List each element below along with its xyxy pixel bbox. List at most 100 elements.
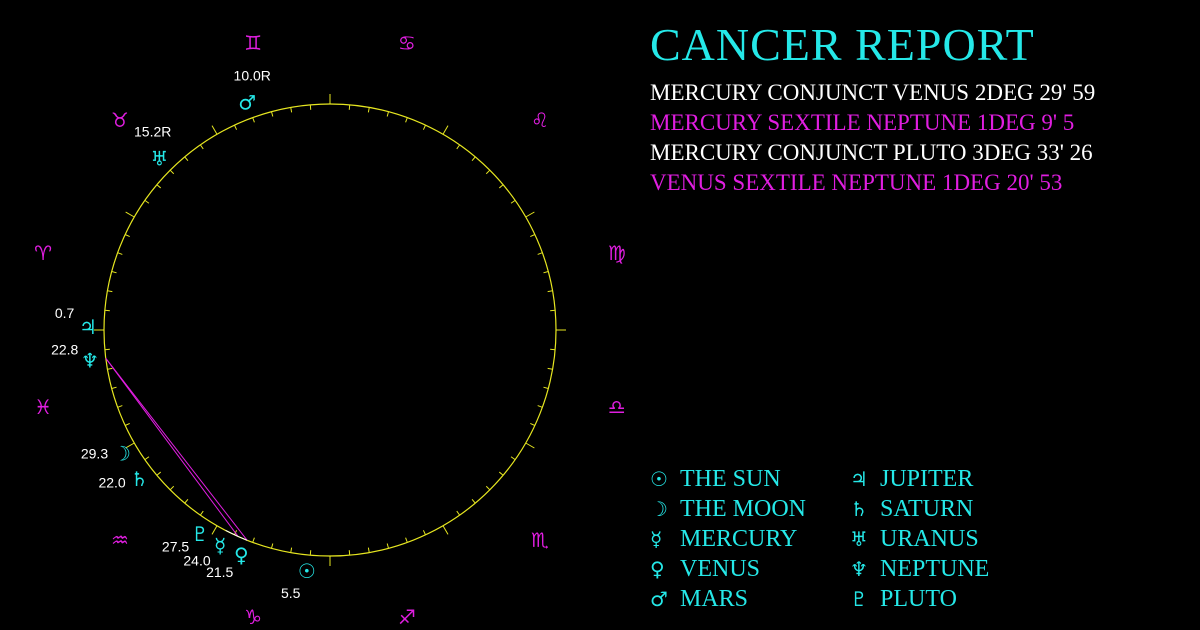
degree-tick xyxy=(199,510,204,516)
degree-tick xyxy=(111,271,117,274)
degree-tick xyxy=(510,456,516,461)
legend-label: MARS xyxy=(680,586,749,612)
degree-tick xyxy=(471,156,476,162)
page-title: CANCER REPORT xyxy=(650,19,1035,70)
degree-tick xyxy=(442,525,449,535)
degree-tick xyxy=(456,510,461,516)
neptune-planet-icon: ♆ xyxy=(81,348,99,372)
legend-label: THE SUN xyxy=(680,466,781,492)
virgo-sign-icon: ♍ xyxy=(608,241,626,265)
degree-tick xyxy=(485,485,491,491)
legend-label: THE MOON xyxy=(680,496,806,522)
legend-label: MERCURY xyxy=(680,526,798,552)
degree-tick xyxy=(405,537,408,543)
legend-item-uranus: ♅URANUS xyxy=(850,526,979,553)
degree-tick xyxy=(485,169,491,175)
aspect-line-mercury-venus xyxy=(237,536,248,541)
moon-planet-icon: ☽ xyxy=(113,442,131,466)
legend-label: URANUS xyxy=(880,526,979,552)
neptune-icon: ♆ xyxy=(850,557,868,581)
moon-icon: ☽ xyxy=(650,497,668,521)
degree-tick xyxy=(543,386,549,389)
pluto-icon: ♇ xyxy=(850,587,868,611)
mars-icon: ♂ xyxy=(650,587,668,611)
aspect-list: MERCURY CONJUNCT VENUS 2DEG 29' 59 MERCU… xyxy=(650,78,1095,198)
sagittarius-sign-icon: ♐ xyxy=(398,605,416,629)
degree-tick xyxy=(252,117,255,123)
degree-tick xyxy=(169,169,175,175)
aspect-line-mercury-neptune xyxy=(105,358,239,537)
capricorn-sign-icon: ♑ xyxy=(244,605,262,629)
legend-item-jupiter: ♃ JUPITER xyxy=(850,466,973,493)
legend-label: VENUS xyxy=(680,556,761,582)
degree-tick xyxy=(471,498,476,504)
gemini-sign-icon: ♊ xyxy=(244,31,262,55)
degree-tick xyxy=(252,537,255,543)
mars-planet-icon: ♂ xyxy=(238,91,256,115)
jupiter-degree-label: 0.7 xyxy=(55,305,75,321)
legend-label: JUPITER xyxy=(880,466,974,492)
aries-sign-icon: ♈ xyxy=(34,241,52,265)
aspect-item: MERCURY CONJUNCT VENUS 2DEG 29' 59 xyxy=(650,80,1096,105)
mars-degree-label: 10.0R xyxy=(234,68,271,84)
degree-tick xyxy=(117,405,123,408)
degree-tick xyxy=(211,525,218,535)
zodiac-wheel: ♈♉♊♋♌♍♎♏♐♑♒♓☉5.5☿24.0♀21.5♇27.5☽29.3♄22.… xyxy=(34,31,626,629)
legend-item-sun: ☉ THE SUN xyxy=(650,466,781,493)
scorpio-sign-icon: ♏ xyxy=(531,528,549,552)
aspect-item: VENUS SEXTILE NEPTUNE 1DEG 20' 53 xyxy=(650,170,1063,195)
degree-tick xyxy=(199,144,204,150)
libra-sign-icon: ♎ xyxy=(608,395,626,419)
degree-tick xyxy=(547,290,553,293)
degree-tick xyxy=(498,184,504,189)
degree-tick xyxy=(422,530,426,536)
degree-tick xyxy=(271,543,274,549)
legend-label: SATURN xyxy=(880,496,974,522)
degree-tick xyxy=(547,367,553,370)
degree-tick xyxy=(510,199,516,204)
jupiter-icon: ♃ xyxy=(850,467,868,491)
degree-tick xyxy=(211,125,218,135)
pisces-sign-icon: ♓ xyxy=(34,395,52,419)
neptune-degree-label: 22.8 xyxy=(51,341,78,357)
degree-tick xyxy=(184,156,189,162)
degree-tick xyxy=(107,290,113,293)
legend-item-mars: ♂ MARS xyxy=(650,586,748,613)
degree-tick xyxy=(107,367,113,370)
degree-tick xyxy=(124,234,130,238)
degree-tick xyxy=(156,184,162,189)
degree-tick xyxy=(442,125,449,135)
uranus-planet-icon: ♅ xyxy=(151,146,169,170)
cancer-sign-icon: ♋ xyxy=(398,31,416,55)
venus-degree-label: 21.5 xyxy=(206,564,233,580)
mercury-planet-icon: ☿ xyxy=(214,534,226,558)
sun-icon: ☉ xyxy=(650,467,668,491)
degree-tick xyxy=(290,547,293,553)
legend-label: PLUTO xyxy=(880,586,957,612)
saturn-icon: ♄ xyxy=(850,497,868,521)
legend-item-moon: ☽ THE MOON xyxy=(650,496,806,523)
degree-tick xyxy=(156,471,162,476)
legend-item-mercury: ☿ MERCURY xyxy=(650,526,797,553)
uranus-degree-label: 15.2R xyxy=(134,124,171,140)
degree-tick xyxy=(543,271,549,274)
legend-item-neptune: ♆ NEPTUNE xyxy=(850,556,989,583)
degree-tick xyxy=(290,107,293,113)
sun-planet-icon: ☉ xyxy=(298,559,316,583)
saturn-degree-label: 22.0 xyxy=(98,475,125,491)
degree-tick xyxy=(367,547,370,553)
degree-tick xyxy=(530,234,536,238)
degree-tick xyxy=(498,471,504,476)
aspect-item: MERCURY CONJUNCT PLUTO 3DEG 33' 26 xyxy=(650,140,1093,165)
degree-tick xyxy=(144,199,150,204)
mercury-icon: ☿ xyxy=(650,527,663,551)
leo-sign-icon: ♌ xyxy=(531,108,549,132)
legend-label: NEPTUNE xyxy=(880,556,990,582)
legend-item-saturn: ♄ SATURN xyxy=(850,496,973,523)
degree-tick xyxy=(144,456,150,461)
degree-tick xyxy=(125,211,135,218)
degree-tick xyxy=(525,442,535,449)
degree-tick xyxy=(525,211,535,218)
degree-tick xyxy=(169,485,175,491)
degree-tick xyxy=(386,111,389,117)
